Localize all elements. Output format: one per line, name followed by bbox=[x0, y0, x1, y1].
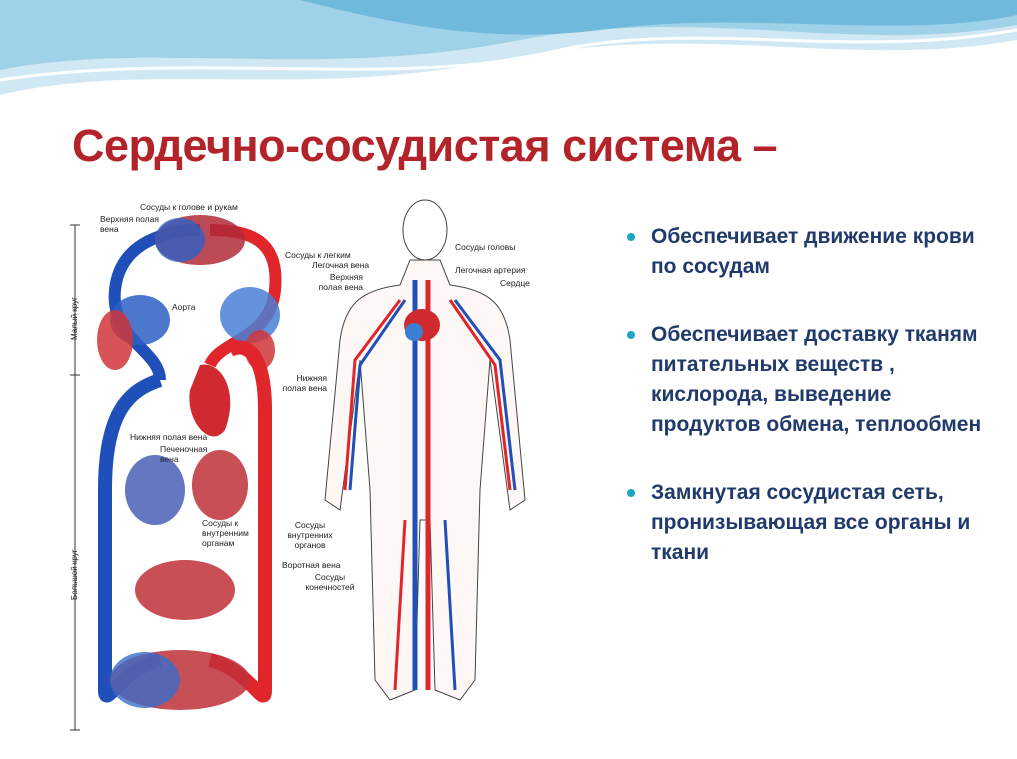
label-inferior-vena-cava-body: Нижняя полая вена bbox=[282, 373, 327, 393]
bullet-text: Обеспечивает доставку тканям питательных… bbox=[651, 323, 982, 436]
bullet-dot-icon bbox=[627, 489, 635, 497]
label-heart: Сердце bbox=[500, 278, 530, 288]
label-pulmonary-vein: Легочная вена bbox=[312, 260, 370, 270]
circulation-illustration: Сосуды к голове и рукам Верхняя полая ве… bbox=[60, 190, 550, 740]
label-head-vessels: Сосуды головы bbox=[455, 242, 516, 252]
slide-title: Сердечно-сосудистая система – bbox=[72, 120, 778, 171]
bullet-list: Обеспечивает движение крови по сосудам О… bbox=[625, 222, 995, 606]
label-aorta: Аорта bbox=[172, 302, 196, 312]
label-superior-vena-cava-body: Верхняя полая вена bbox=[318, 272, 363, 292]
bullet-item: Обеспечивает движение крови по сосудам bbox=[625, 222, 995, 282]
label-limb-vessels: Сосуды конечностей bbox=[305, 572, 355, 592]
label-hepatic-vein: Печеночная вена bbox=[160, 444, 208, 464]
label-portal-vein: Воротная вена bbox=[282, 560, 341, 570]
label-internal-organs: Сосуды к внутренним органам bbox=[202, 518, 249, 548]
bullet-text: Обеспечивает движение крови по сосудам bbox=[651, 225, 975, 278]
bullet-dot-icon bbox=[627, 331, 635, 339]
vessel-drawing bbox=[70, 199, 526, 731]
label-lungs: Сосуды к легким bbox=[285, 250, 351, 260]
label-head-arms: Сосуды к голове и рукам bbox=[140, 202, 238, 212]
header-waves bbox=[0, 0, 1017, 95]
label-inferior-vena-cava-left: Нижняя полая вена bbox=[130, 432, 208, 442]
label-superior-vena-cava-left: Верхняя полая вена bbox=[100, 214, 159, 234]
bullet-item: Замкнутая сосудистая сеть, пронизывающая… bbox=[625, 478, 995, 568]
bullet-text: Замкнутая сосудистая сеть, пронизывающая… bbox=[651, 481, 971, 564]
label-systemic-circuit: Большой круг bbox=[70, 549, 79, 600]
label-pulmonary-circuit: Малый круг bbox=[70, 296, 79, 340]
bullet-dot-icon bbox=[627, 233, 635, 241]
label-internal-organ-vessels: Сосуды внутренних органов bbox=[287, 520, 333, 550]
label-pulmonary-artery: Легочная артерия bbox=[455, 265, 526, 275]
bullet-item: Обеспечивает доставку тканям питательных… bbox=[625, 320, 995, 440]
